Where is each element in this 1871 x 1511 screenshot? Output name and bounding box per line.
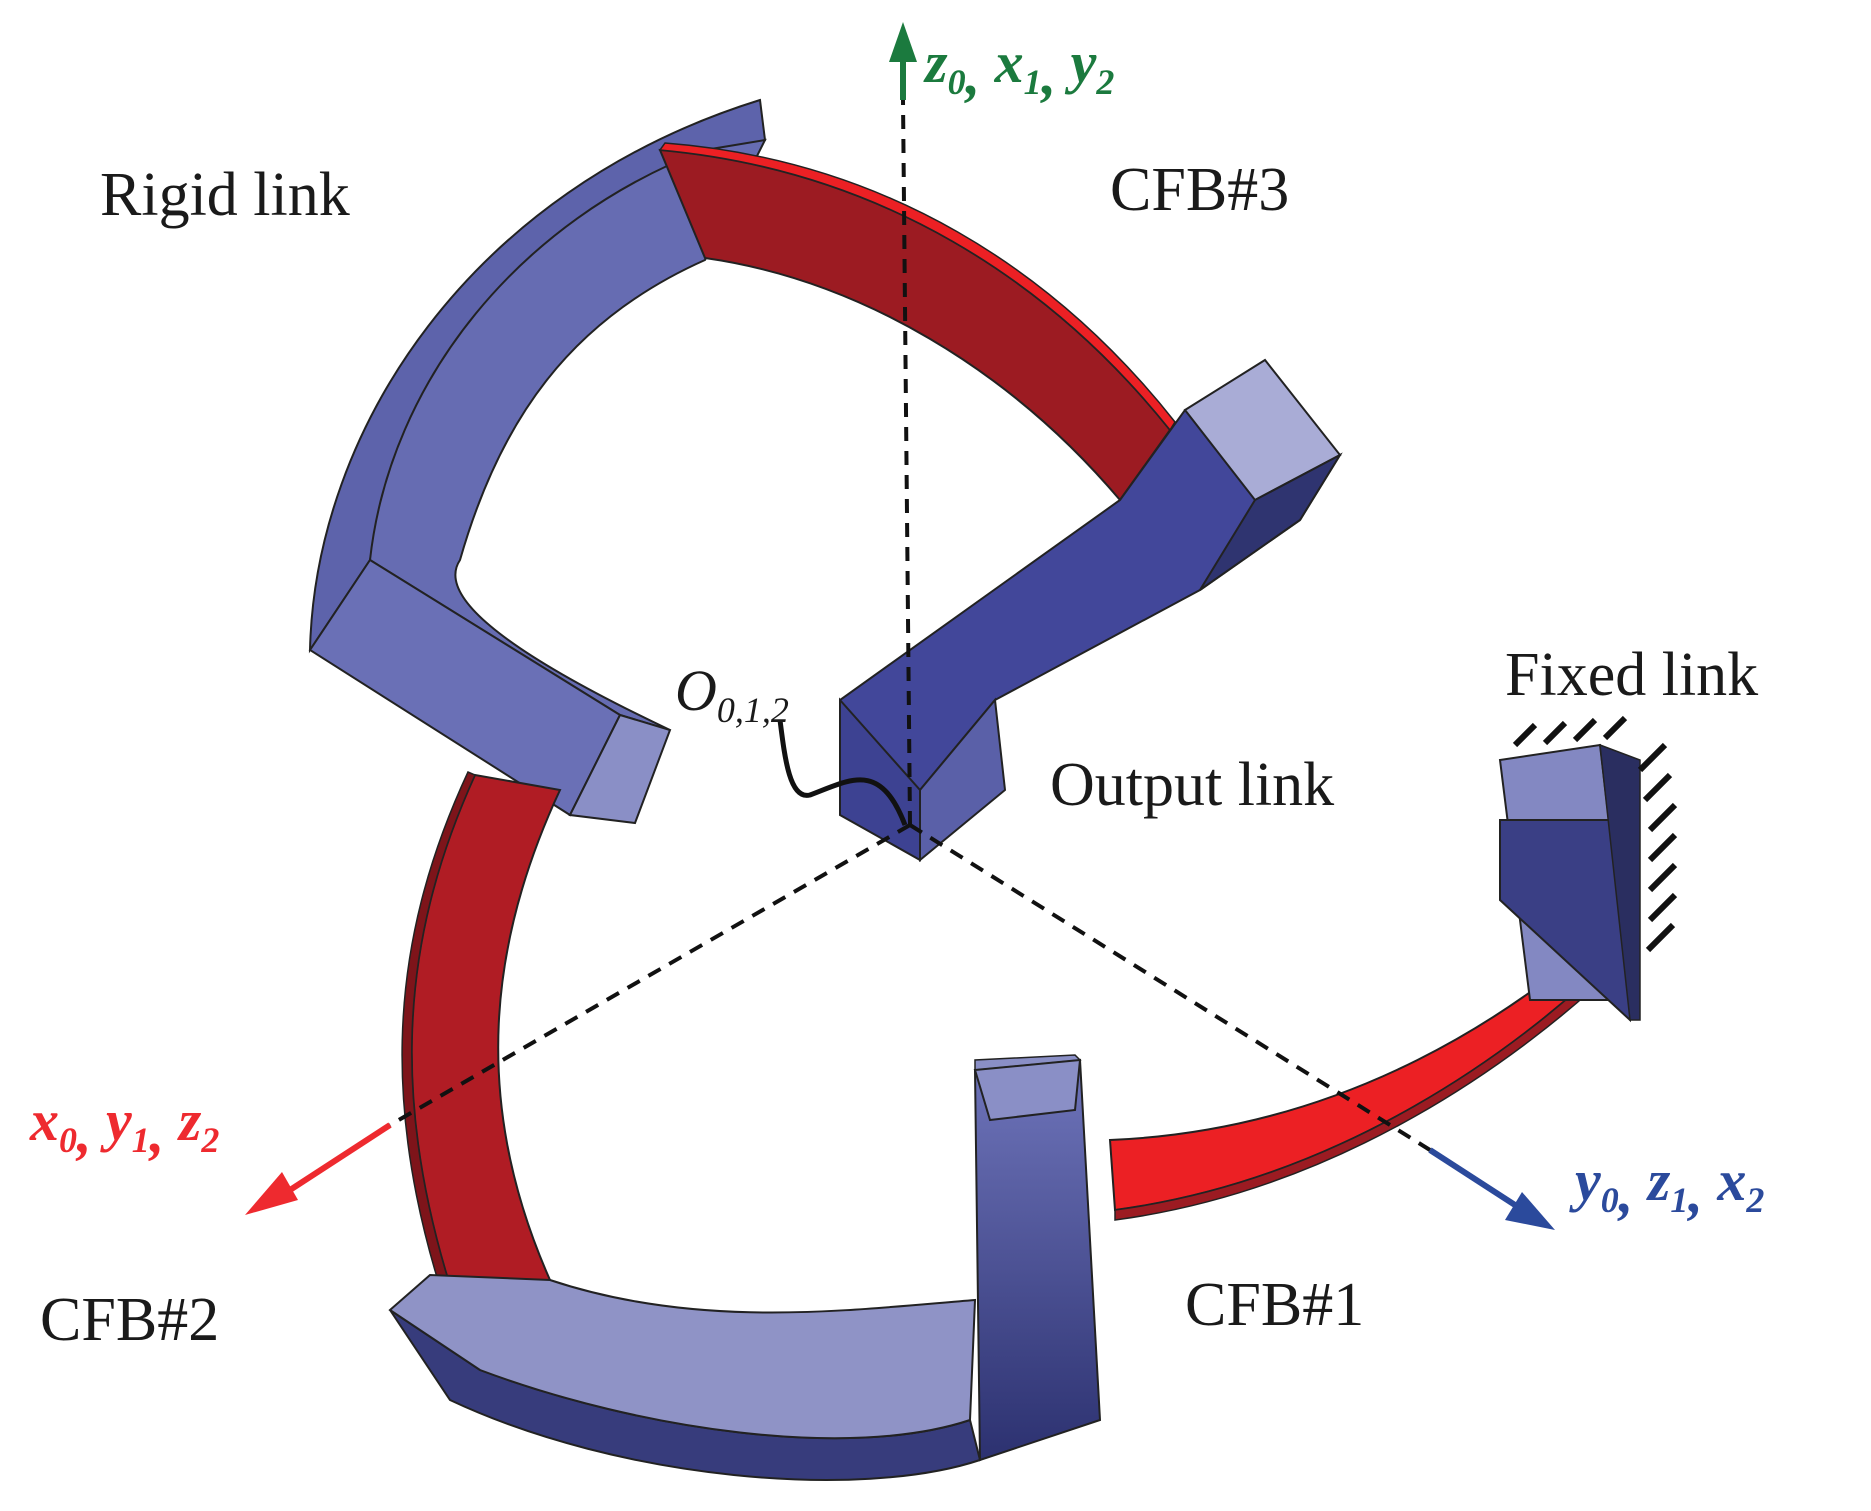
- axis-subscript: 1: [132, 1120, 150, 1160]
- ground-hatching: [1512, 715, 1678, 953]
- axis-subscript: 0: [1601, 1180, 1619, 1220]
- axis-subscript: 2: [200, 1120, 219, 1160]
- axis-label-right: y0, z1, x2: [1569, 1148, 1764, 1225]
- axis-subscript: 2: [1095, 62, 1114, 102]
- axis-symbol: z: [177, 1088, 202, 1153]
- cfb1-label: CFB#1: [1185, 1271, 1364, 1339]
- axis-symbol: x: [1716, 1148, 1746, 1213]
- axis-symbol: y: [1569, 1148, 1601, 1213]
- axis-subscript: 0: [59, 1120, 77, 1160]
- axis-symbol: x: [994, 30, 1024, 95]
- output-link-body: [839, 358, 1343, 863]
- axis-arrow-vertical: [889, 22, 917, 100]
- origin-label: O0,1,2: [675, 658, 789, 730]
- axis-label-vertical: z0, x1, y2: [923, 30, 1114, 107]
- axis-separator: ,: [964, 42, 995, 107]
- fixed-link-body: [1498, 743, 1641, 1023]
- axis-separator: ,: [1686, 1160, 1717, 1225]
- cfb3-label: CFB#3: [1110, 156, 1289, 224]
- axis-subscript: 2: [1745, 1180, 1764, 1220]
- axis-symbol: y: [1065, 30, 1097, 95]
- cfb3-flexure: [658, 142, 1176, 502]
- axis-symbol: x: [29, 1088, 59, 1153]
- axis-separator: ,: [1040, 42, 1071, 107]
- axis-separator: ,: [148, 1100, 179, 1165]
- axis-separator: ,: [75, 1100, 106, 1165]
- axis-arrow-right: [1428, 1147, 1555, 1230]
- axis-symbol: y: [100, 1088, 132, 1153]
- axis-subscript: 0: [948, 62, 966, 102]
- output-link-label: Output link: [1050, 751, 1334, 819]
- axis-separator: ,: [1617, 1160, 1648, 1225]
- axis-subscript: 1: [1670, 1180, 1688, 1220]
- axis-lines: [389, 99, 1432, 1152]
- axis-symbol: z: [923, 30, 948, 95]
- cfb2-label: CFB#2: [40, 1286, 219, 1354]
- rigid-link-label: Rigid link: [100, 161, 350, 229]
- fixed-link-label: Fixed link: [1505, 641, 1758, 709]
- axis-label-left: x0, y1, z2: [29, 1088, 219, 1165]
- axis-symbol: z: [1646, 1148, 1671, 1213]
- axis-arrow-left: [245, 1122, 392, 1215]
- axis-subscript: 1: [1024, 62, 1042, 102]
- base-rigid-body: [388, 1054, 1102, 1481]
- origin-leader: [777, 719, 908, 826]
